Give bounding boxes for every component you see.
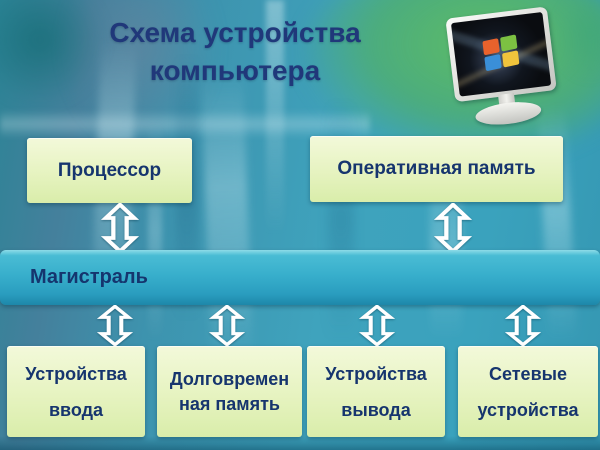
arrow-processor-bus-icon (101, 203, 139, 253)
slide-title: Схема устройства компьютера (70, 14, 400, 90)
node-long-term-memory: Долговремен ная память (157, 346, 302, 437)
arrow-bus-network-devices-icon (505, 305, 541, 346)
arrow-ram-bus-icon (434, 203, 472, 253)
node-output-devices: Устройства вывода (307, 346, 445, 437)
node-output-devices-line2: вывода (341, 399, 411, 420)
arrow-bus-output-devices-icon (359, 305, 395, 346)
slide-title-line2: компьютера (149, 55, 321, 86)
node-network-devices: Сетевые устройства (458, 346, 598, 437)
node-processor-label: Процессор (57, 159, 162, 181)
node-input-devices: Устройства ввода (7, 346, 145, 437)
monitor-frame (445, 6, 557, 103)
node-input-devices-line1: Устройства (25, 363, 127, 384)
slide-title-line1: Схема устройства (109, 17, 361, 48)
computer-monitor-icon (445, 6, 565, 128)
node-bus: Магистраль (0, 250, 600, 305)
node-network-devices-line1: Сетевые (488, 363, 568, 384)
arrow-bus-long-term-memory-icon (209, 305, 245, 346)
node-output-devices-line1: Устройства (325, 363, 427, 384)
node-long-term-memory-line2: ная память (179, 394, 280, 414)
node-ram: Оперативная память (310, 136, 563, 202)
arrow-bus-input-devices-icon (97, 305, 133, 346)
monitor-screen (450, 11, 552, 97)
node-network-devices-line2: устройства (477, 399, 579, 420)
node-processor: Процессор (27, 138, 192, 203)
monitor-base (474, 98, 543, 128)
node-long-term-memory-line1: Долговремен (169, 369, 290, 389)
node-ram-label: Оперативная память (337, 158, 536, 179)
node-input-devices-line2: ввода (48, 399, 104, 420)
node-bus-label: Магистраль (30, 266, 148, 288)
